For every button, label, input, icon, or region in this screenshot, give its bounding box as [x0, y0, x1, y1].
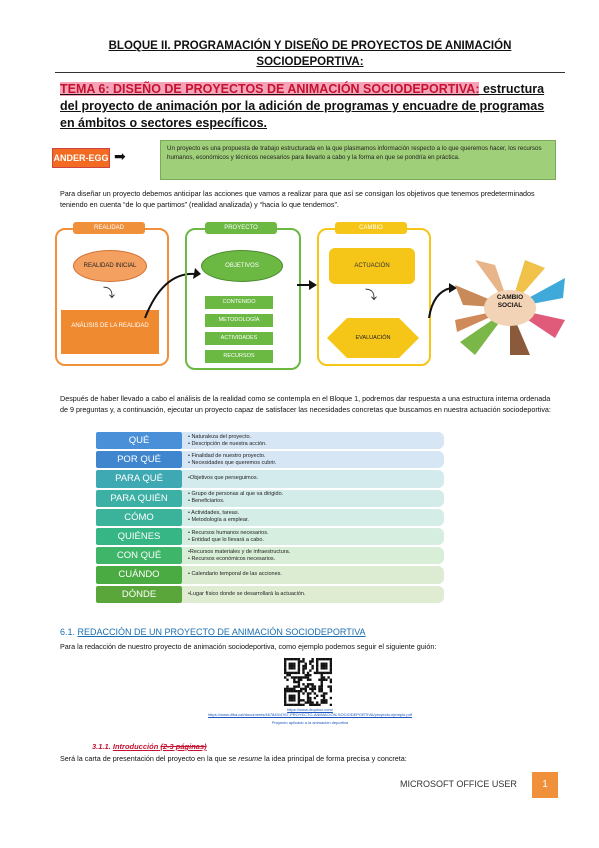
question-detail: • Actividades, tareas.: [188, 510, 240, 517]
proyecto-item-1: CONTENIDO: [205, 296, 273, 309]
question-detail: • Grupo de personas al que va dirigido.: [188, 491, 284, 498]
question-label: DÓNDE: [96, 585, 182, 603]
section-title: REDACCIÓN DE UN PROYECTO DE ANIMACIÓN SO…: [77, 627, 366, 637]
question-detail: •Lugar físico donde se desarrollará la a…: [188, 590, 306, 597]
question-description: • Recursos humanos necesarios.• Entidad …: [182, 528, 444, 546]
question-description: • Actividades, tareas.• Metodología a em…: [182, 508, 444, 526]
proyecto-item-2: METODOLOGÍA: [205, 314, 273, 327]
arrow-down-icon: ⤵: [103, 286, 116, 300]
question-description: • Naturaleza del proyecto.• Descripción …: [182, 432, 444, 450]
question-description: • Grupo de personas al que va dirigido.•…: [182, 489, 444, 507]
question-detail: • Entidad que lo llevará a cabo.: [188, 536, 264, 543]
intro-desc-em: resume: [238, 754, 263, 763]
question-detail: • Necesidades que queremos cubrir.: [188, 459, 277, 466]
page-header-title: BLOQUE II. PROGRAMACIÓN Y DISEÑO DE PROY…: [55, 38, 565, 70]
question-description: •Lugar físico donde se desarrollará la a…: [182, 585, 444, 603]
definition-box: Un proyecto es una propuesta de trabajo …: [160, 140, 556, 180]
cambio-social-label: CAMBIO SOCIAL: [496, 294, 524, 309]
question-label: PARA QUIÉN: [96, 489, 182, 507]
proyecto-tab: PROYECTO: [205, 222, 277, 234]
question-label: CÓMO: [96, 508, 182, 526]
question-label: QUIÉNES: [96, 528, 182, 546]
question-description: •Recursos materiales y de infraestructur…: [182, 547, 444, 565]
evaluacion-label: EVALUACIÓN: [355, 335, 391, 341]
analisis-trapezoid: ANÁLISIS DE LA REALIDAD: [61, 310, 159, 354]
page-number: 1: [532, 772, 558, 798]
intro-desc-pre: Será la carta de presentación del proyec…: [60, 754, 239, 763]
proyecto-item-3: ACTIVIDADES: [205, 332, 273, 345]
qr-code[interactable]: [284, 658, 333, 707]
analisis-label: ANÁLISIS DE LA REALIDAD: [71, 323, 149, 329]
curved-arrow-icon: [144, 268, 201, 319]
curved-arrow-icon-2: [428, 283, 457, 319]
header-line-2: SOCIODEPORTIVA:: [256, 56, 364, 68]
question-detail: •Recursos materiales y de infraestructur…: [188, 548, 291, 555]
evaluacion-diamond: [327, 318, 419, 358]
objetivos-oval: OBJETIVOS: [201, 250, 283, 282]
structure-paragraph: Después de haber llevado a cabo el análi…: [60, 394, 551, 414]
question-description: •Objetivos que perseguimos.: [182, 470, 444, 488]
project-diagram: REALIDAD REALIDAD INICIAL ⤵ ANÁLISIS DE …: [55, 222, 565, 372]
arrow-down-icon-2: ⤵: [365, 288, 378, 302]
tema-rest: estructura del proyecto de animación por…: [60, 82, 545, 130]
question-label: POR QUÉ: [96, 451, 182, 469]
actuacion-box: ACTUACIÓN: [329, 248, 415, 284]
cambio-social-image: CAMBIO SOCIAL: [455, 260, 565, 355]
question-label: PARA QUÉ: [96, 470, 182, 488]
question-detail: • Descripción de nuestra acción.: [188, 440, 267, 447]
header-line-1: BLOQUE II. PROGRAMACIÓN Y DISEÑO DE PROY…: [108, 40, 512, 52]
sub-title: Introducción: [112, 742, 161, 751]
intro-description: Será la carta de presentación del proyec…: [60, 753, 560, 764]
question-label: CON QUÉ: [96, 547, 182, 565]
qr-link-1[interactable]: https://www.dropbox.com/: [287, 707, 333, 712]
footer-author: MICROSOFT OFFICE USER: [400, 779, 517, 789]
question-label: QUÉ: [96, 432, 182, 450]
arrow-right-icon: ➡: [114, 148, 126, 164]
intro-desc-post: la idea principal de forma precisa y con…: [262, 754, 407, 763]
question-detail: •Objetivos que perseguimos.: [188, 475, 259, 482]
qr-link-2[interactable]: https://www.diba.cat/documents/467843/47…: [208, 712, 412, 717]
question-detail: • Metodología a emplear.: [188, 517, 249, 524]
header-divider: [55, 72, 565, 73]
question-description: • Finalidad de nuestro proyecto.• Necesi…: [182, 451, 444, 469]
arrow-right-icon-2: [297, 280, 317, 290]
question-detail: • Calendario temporal de las acciones.: [188, 571, 282, 578]
tema-heading: TEMA 6: DISEÑO DE PROYECTOS DE ANIMACIÓN…: [60, 81, 560, 132]
qr-caption: Proyecto aplicado a la animación deporti…: [271, 720, 349, 725]
question-detail: • Recursos humanos necesarios.: [188, 529, 269, 536]
question-detail: • Beneficiarios.: [188, 498, 225, 505]
section-6-1-heading: 6.1. REDACCIÓN DE UN PROYECTO DE ANIMACI…: [60, 627, 366, 637]
realidad-inicial-oval: REALIDAD INICIAL: [73, 250, 147, 282]
cambio-tab: CAMBIO: [335, 222, 407, 234]
realidad-tab: REALIDAD: [73, 222, 145, 234]
sub-pages: (2-3 páginas): [160, 742, 207, 751]
ander-egg-label: ANDER-EGG: [52, 148, 110, 168]
question-label: CUÁNDO: [96, 566, 182, 584]
question-detail: • Finalidad de nuestro proyecto.: [188, 452, 266, 459]
intro-paragraph: Para diseñar un proyecto debemos anticip…: [60, 189, 535, 209]
section-number: 6.1.: [60, 627, 78, 637]
subsection-3-1-1: 3.1.1. Introducción (2-3 páginas): [92, 742, 207, 751]
sub-number: 3.1.1.: [92, 742, 113, 751]
question-detail: • Naturaleza del proyecto.: [188, 433, 252, 440]
question-description: • Calendario temporal de las acciones.: [182, 566, 444, 584]
guion-paragraph: Para la redacción de nuestro proyecto de…: [60, 642, 437, 651]
proyecto-item-4: RECURSOS: [205, 350, 273, 363]
question-detail: • Recursos económicos necesarios.: [188, 555, 276, 562]
tema-highlight: TEMA 6: DISEÑO DE PROYECTOS DE ANIMACIÓN…: [60, 82, 480, 96]
